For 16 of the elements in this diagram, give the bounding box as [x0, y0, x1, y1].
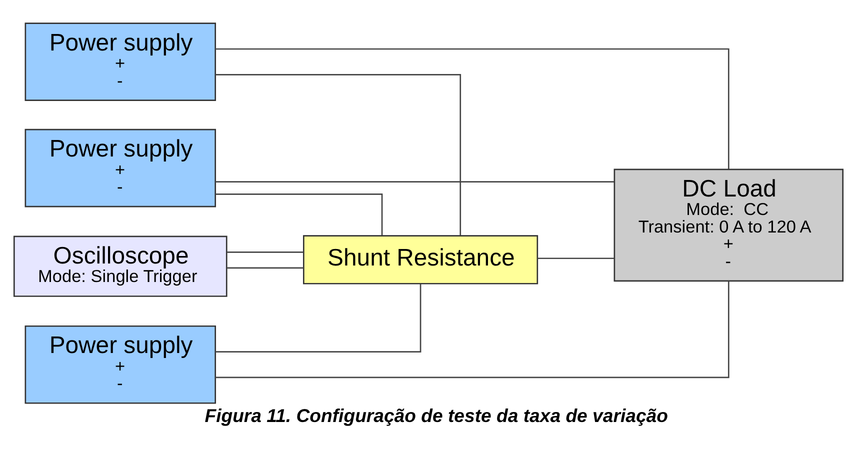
node-box: Oscilloscope Mode: Single Trigger [13, 235, 228, 296]
connector [227, 251, 304, 252]
node-box: Power supply + - [24, 128, 216, 207]
connector [537, 257, 614, 259]
node-box: Power supply + - [24, 324, 216, 404]
connector [215, 283, 422, 352]
caption: Figura 11. Configuração de teste da taxa de variação [204, 404, 668, 426]
node-box: DC Load Mode: CC Transient: 0 A to 120 A + - [614, 168, 844, 282]
node-box: Shunt Resistance [303, 234, 538, 284]
connector [227, 266, 304, 268]
connector [215, 48, 730, 168]
connector [215, 280, 730, 378]
node-box: Power supply + - [24, 22, 216, 100]
connector [216, 193, 383, 236]
connector [216, 74, 462, 235]
connector [215, 180, 614, 182]
